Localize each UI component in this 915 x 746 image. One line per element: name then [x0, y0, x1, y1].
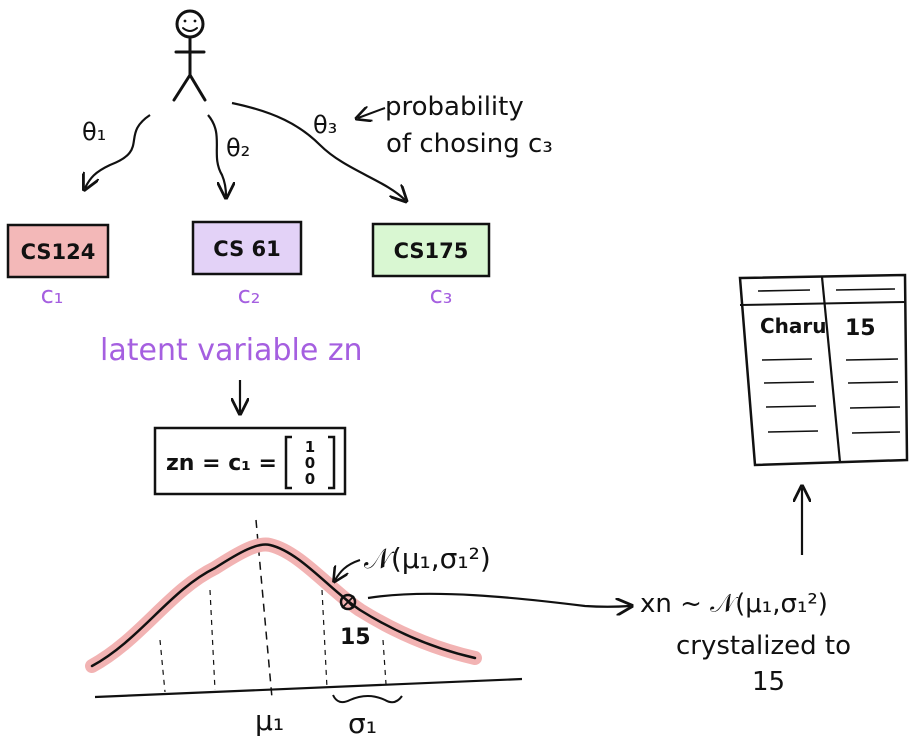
dashed-line-b	[209, 589, 216, 691]
vector-entry-2: 0	[305, 454, 315, 472]
row-scribble-4	[767, 430, 819, 433]
sample-point-label: 15	[340, 625, 371, 650]
theta-2-label: θ₂	[226, 134, 250, 162]
class-box-cs175: CS175 c₃	[371, 222, 491, 309]
table-frame	[738, 273, 909, 467]
row-scribble-1	[761, 358, 813, 361]
header-scribble-2	[835, 288, 896, 291]
class-label-c2: c₂	[238, 281, 261, 309]
branch-arrow-3	[231, 101, 405, 200]
stick-figure-icon	[172, 9, 207, 102]
vector-entry-3: 0	[305, 470, 315, 488]
row-scribble-7	[849, 406, 901, 409]
row-scribble-3	[765, 405, 817, 408]
sample-point-marker	[339, 593, 357, 611]
sample-point-x2	[341, 595, 355, 609]
annotation-line-1: probability	[385, 92, 524, 122]
class-box-cs175-rect	[371, 222, 491, 278]
sample-crystalized-label: crystalized to	[676, 631, 851, 661]
row-scribble-5	[845, 358, 899, 361]
gaussian-label-arrow	[335, 559, 361, 580]
std-label: σ₁	[348, 707, 377, 740]
class-box-cs124: CS124 c₁	[6, 223, 110, 309]
dashed-line-d	[382, 639, 387, 685]
dashed-line-c	[321, 589, 328, 689]
gaussian-plot: 15 𝒩(μ₁,σ₁²) μ₁ σ₁	[85, 519, 523, 740]
latent-equation-box: zn = c₁ = 1 0 0	[153, 426, 347, 496]
class-label-c3: c₃	[430, 281, 453, 309]
theta-1-label: θ₁	[82, 118, 106, 146]
branch-arrow-2	[207, 114, 226, 196]
class-code-cs124: CS124	[21, 240, 96, 264]
latent-equation-text: zn = c₁ =	[166, 451, 277, 476]
annotation-arrow	[358, 108, 386, 118]
branch-arrow-1	[85, 114, 151, 188]
row-scribble-6	[847, 381, 899, 384]
sample-value-label: 15	[752, 667, 785, 697]
table-column-divider	[820, 276, 842, 463]
std-brace	[332, 694, 403, 704]
gaussian-baseline	[94, 677, 523, 699]
gaussian-curve	[90, 543, 477, 668]
sample-arrow	[367, 592, 630, 607]
latent-variable-title: latent variable zn	[100, 333, 363, 368]
annotation-line-2: of chosing c₃	[386, 129, 553, 159]
class-box-cs61-rect	[191, 220, 303, 276]
dashed-line-a	[159, 639, 166, 693]
table-value-cell: 15	[845, 316, 876, 341]
vector-bracket-left	[284, 435, 292, 490]
row-scribble-2	[763, 381, 815, 384]
vector-bracket-right	[328, 435, 336, 490]
table-name-cell: Charu	[760, 314, 827, 338]
theta-3-label: θ₃	[313, 111, 337, 139]
mean-label: μ₁	[255, 704, 284, 737]
latent-equation-frame	[153, 426, 347, 496]
sample-distribution-label: xn ~ 𝒩(μ₁,σ₁²)	[640, 589, 828, 619]
class-label-c1: c₁	[41, 281, 64, 309]
data-table	[738, 273, 909, 467]
class-code-cs175: CS175	[394, 239, 469, 263]
header-scribble-1	[757, 289, 811, 292]
vector-entry-1: 1	[305, 438, 315, 456]
table-header-line	[739, 301, 907, 306]
gaussian-label: 𝒩(μ₁,σ₁²)	[364, 542, 491, 575]
class-code-cs61: CS 61	[213, 237, 280, 261]
class-box-cs124-rect	[6, 223, 110, 279]
class-box-cs61: CS 61 c₂	[191, 220, 303, 309]
row-scribble-8	[851, 431, 901, 434]
